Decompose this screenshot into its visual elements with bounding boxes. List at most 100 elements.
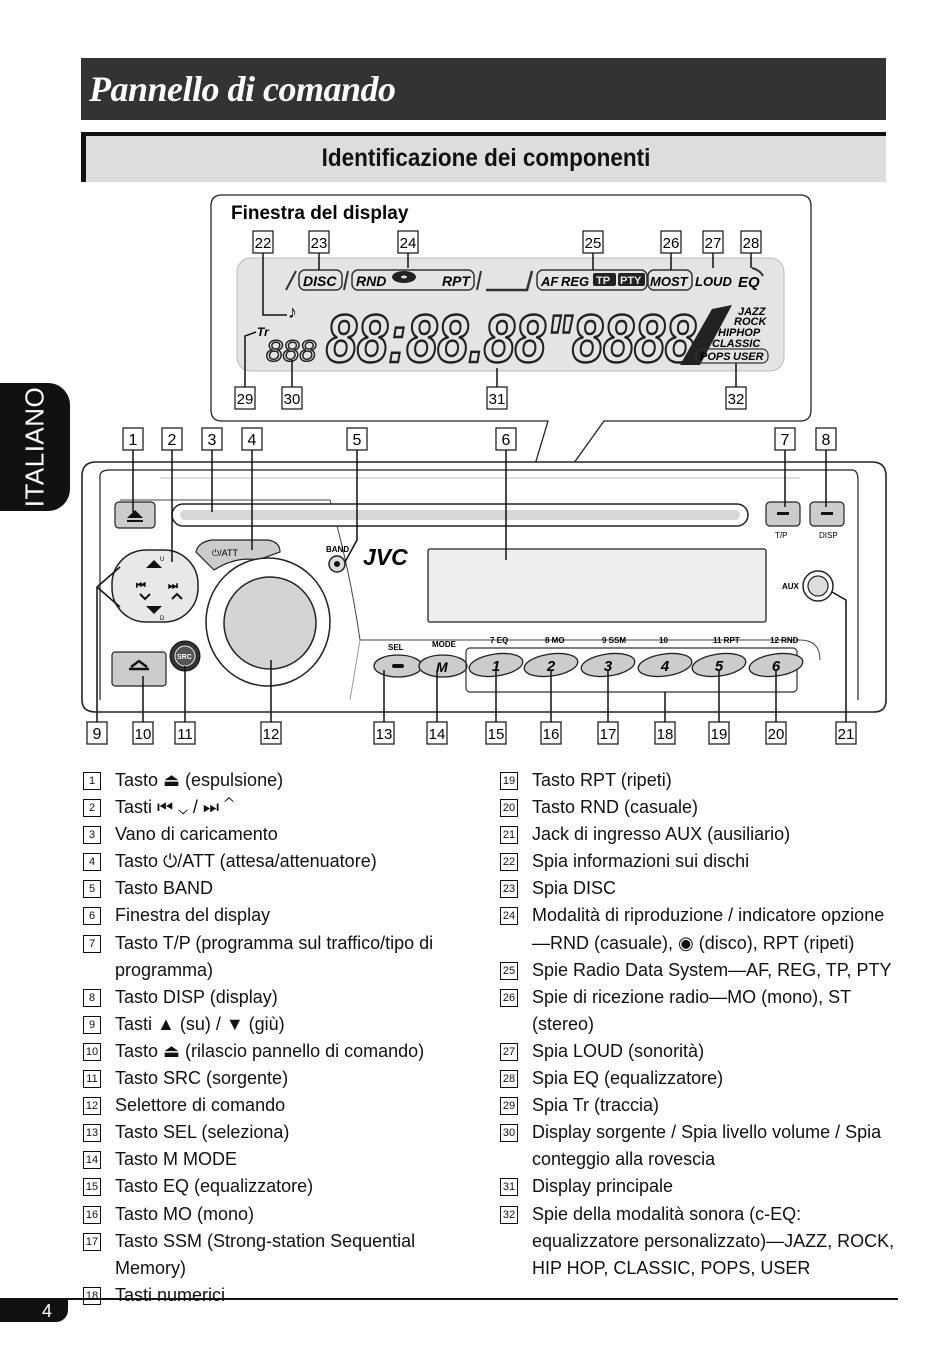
legend-text-22: Spia informazioni sui dischi xyxy=(532,851,750,872)
legend-number-13: 13 xyxy=(83,1124,101,1143)
callout-1: 1 xyxy=(129,432,138,449)
callout-21: 21 xyxy=(838,726,855,743)
source-digits: 888 xyxy=(266,335,316,368)
legend-number-9: 9 xyxy=(83,1015,101,1034)
legend-item-24: 24 Modalità di riproduzione / indicatore … xyxy=(500,902,900,956)
direction-pad[interactable] xyxy=(111,549,199,623)
legend-text-18: Tasti numerici xyxy=(115,1284,226,1305)
callout-28-box xyxy=(740,230,762,254)
legend-number-12: 12 xyxy=(83,1097,101,1116)
preset-button-3[interactable] xyxy=(580,650,637,679)
legend-number-27: 27 xyxy=(500,1042,518,1061)
preset-label-6: 12 RND xyxy=(770,636,799,645)
preset-number-1: 1 xyxy=(492,658,500,675)
callout-27: 27 xyxy=(705,235,722,252)
legend-text-13: Tasto SEL (seleziona) xyxy=(115,1122,290,1143)
preset-button-4[interactable] xyxy=(637,650,694,679)
down-arrow-icon xyxy=(146,606,162,614)
callout-23: 23 xyxy=(311,235,328,252)
legend-item-21: 21 Jack di ingresso AUX (ausiliario) xyxy=(500,821,900,848)
legend-number-32: 32 xyxy=(500,1205,518,1224)
legend-number-28: 28 xyxy=(500,1070,518,1089)
aux-label: AUX xyxy=(782,582,800,591)
preset-button-5[interactable] xyxy=(691,650,748,679)
legend-text-9: Tasti ▲ (su) / ▼ (giù) xyxy=(115,1013,285,1034)
chevron-down-icon xyxy=(139,593,151,601)
callout-1-box xyxy=(122,427,144,451)
callout-14-box xyxy=(426,721,448,745)
play-mode-frame xyxy=(351,269,475,291)
callout-22: 22 xyxy=(255,235,272,252)
up-arrow-icon xyxy=(146,560,162,568)
callout-15-box xyxy=(485,721,507,745)
legend-number-23: 23 xyxy=(500,880,518,899)
callout-4-box xyxy=(241,427,263,451)
callout-3-box xyxy=(201,427,223,451)
legend-number-25: 25 xyxy=(500,961,518,980)
legend-number-24: 24 xyxy=(500,907,518,926)
display-window-label: Finestra del display xyxy=(231,203,409,224)
callout-18: 18 xyxy=(657,726,674,743)
brand-logo: JVC xyxy=(363,544,408,570)
legend-text-21: Jack di ingresso AUX (ausiliario) xyxy=(532,824,791,845)
legend-text-30: Display sorgente / Spia livello volume /… xyxy=(532,1122,882,1170)
callout-16-box xyxy=(540,721,562,745)
rpt-indicator: RPT xyxy=(442,273,471,289)
callout-29-box xyxy=(234,386,256,410)
legend-text-24: Modalità di riproduzione / indicatore op… xyxy=(532,905,885,953)
mode-button-letter: M xyxy=(436,659,448,675)
mode-button[interactable] xyxy=(418,654,468,678)
callout-10: 10 xyxy=(135,726,152,743)
release-icon xyxy=(129,659,149,671)
legend-number-2: 2 xyxy=(83,799,101,818)
legend-text-26: Spie di ricezione radio—MO (mono), ST (s… xyxy=(532,986,851,1034)
sound-mode-classic: CLASSIC xyxy=(712,338,761,350)
control-dial[interactable] xyxy=(223,576,317,670)
preset-button-6[interactable] xyxy=(748,650,805,679)
preset-button-1[interactable] xyxy=(468,650,525,679)
section-bar: Identificazione dei componenti xyxy=(81,136,886,182)
legend-text-5: Tasto BAND xyxy=(115,878,214,899)
legend-text-23: Spia DISC xyxy=(532,878,617,899)
preset-button-2[interactable] xyxy=(523,650,580,679)
att-button[interactable] xyxy=(195,539,281,571)
legend-number-30: 30 xyxy=(500,1124,518,1143)
legend-number-16: 16 xyxy=(83,1205,101,1224)
legend-item-13: 13 Tasto SEL (seleziona) xyxy=(83,1119,483,1146)
reg-indicator: REG xyxy=(561,274,589,289)
legend-item-30: 30 Display sorgente / Spia livello volume… xyxy=(500,1119,900,1173)
unit-display-window xyxy=(427,548,767,623)
callout-23-box xyxy=(308,230,330,254)
most-frame xyxy=(647,269,693,291)
legend-text-10: Tasto ⏏ (rilascio pannello di comando) xyxy=(115,1040,425,1061)
sound-mode-hiphop: HIPHOP xyxy=(718,327,761,339)
preset-label-3: 9 SSM xyxy=(602,636,626,645)
legend-number-6: 6 xyxy=(83,907,101,926)
legend-number-1: 1 xyxy=(83,772,101,790)
legend-text-32: Spie della modalità sonora (c-EQ: equali… xyxy=(532,1203,895,1278)
legend-number-31: 31 xyxy=(500,1178,518,1197)
callout-8: 8 xyxy=(822,432,831,449)
sound-mode-jazz: JAZZ xyxy=(738,306,767,318)
eject-icon xyxy=(127,510,143,522)
callout-5-box xyxy=(346,427,368,451)
callout-2: 2 xyxy=(168,432,177,449)
legend-number-11: 11 xyxy=(83,1070,101,1089)
callout-16: 16 xyxy=(543,726,560,743)
pty-indicator: PTY xyxy=(620,275,642,287)
legend-number-21: 21 xyxy=(500,826,518,845)
legend-number-3: 3 xyxy=(83,826,101,845)
preset-number-3: 3 xyxy=(604,658,613,675)
music-note-icon: ♪ xyxy=(288,302,297,322)
